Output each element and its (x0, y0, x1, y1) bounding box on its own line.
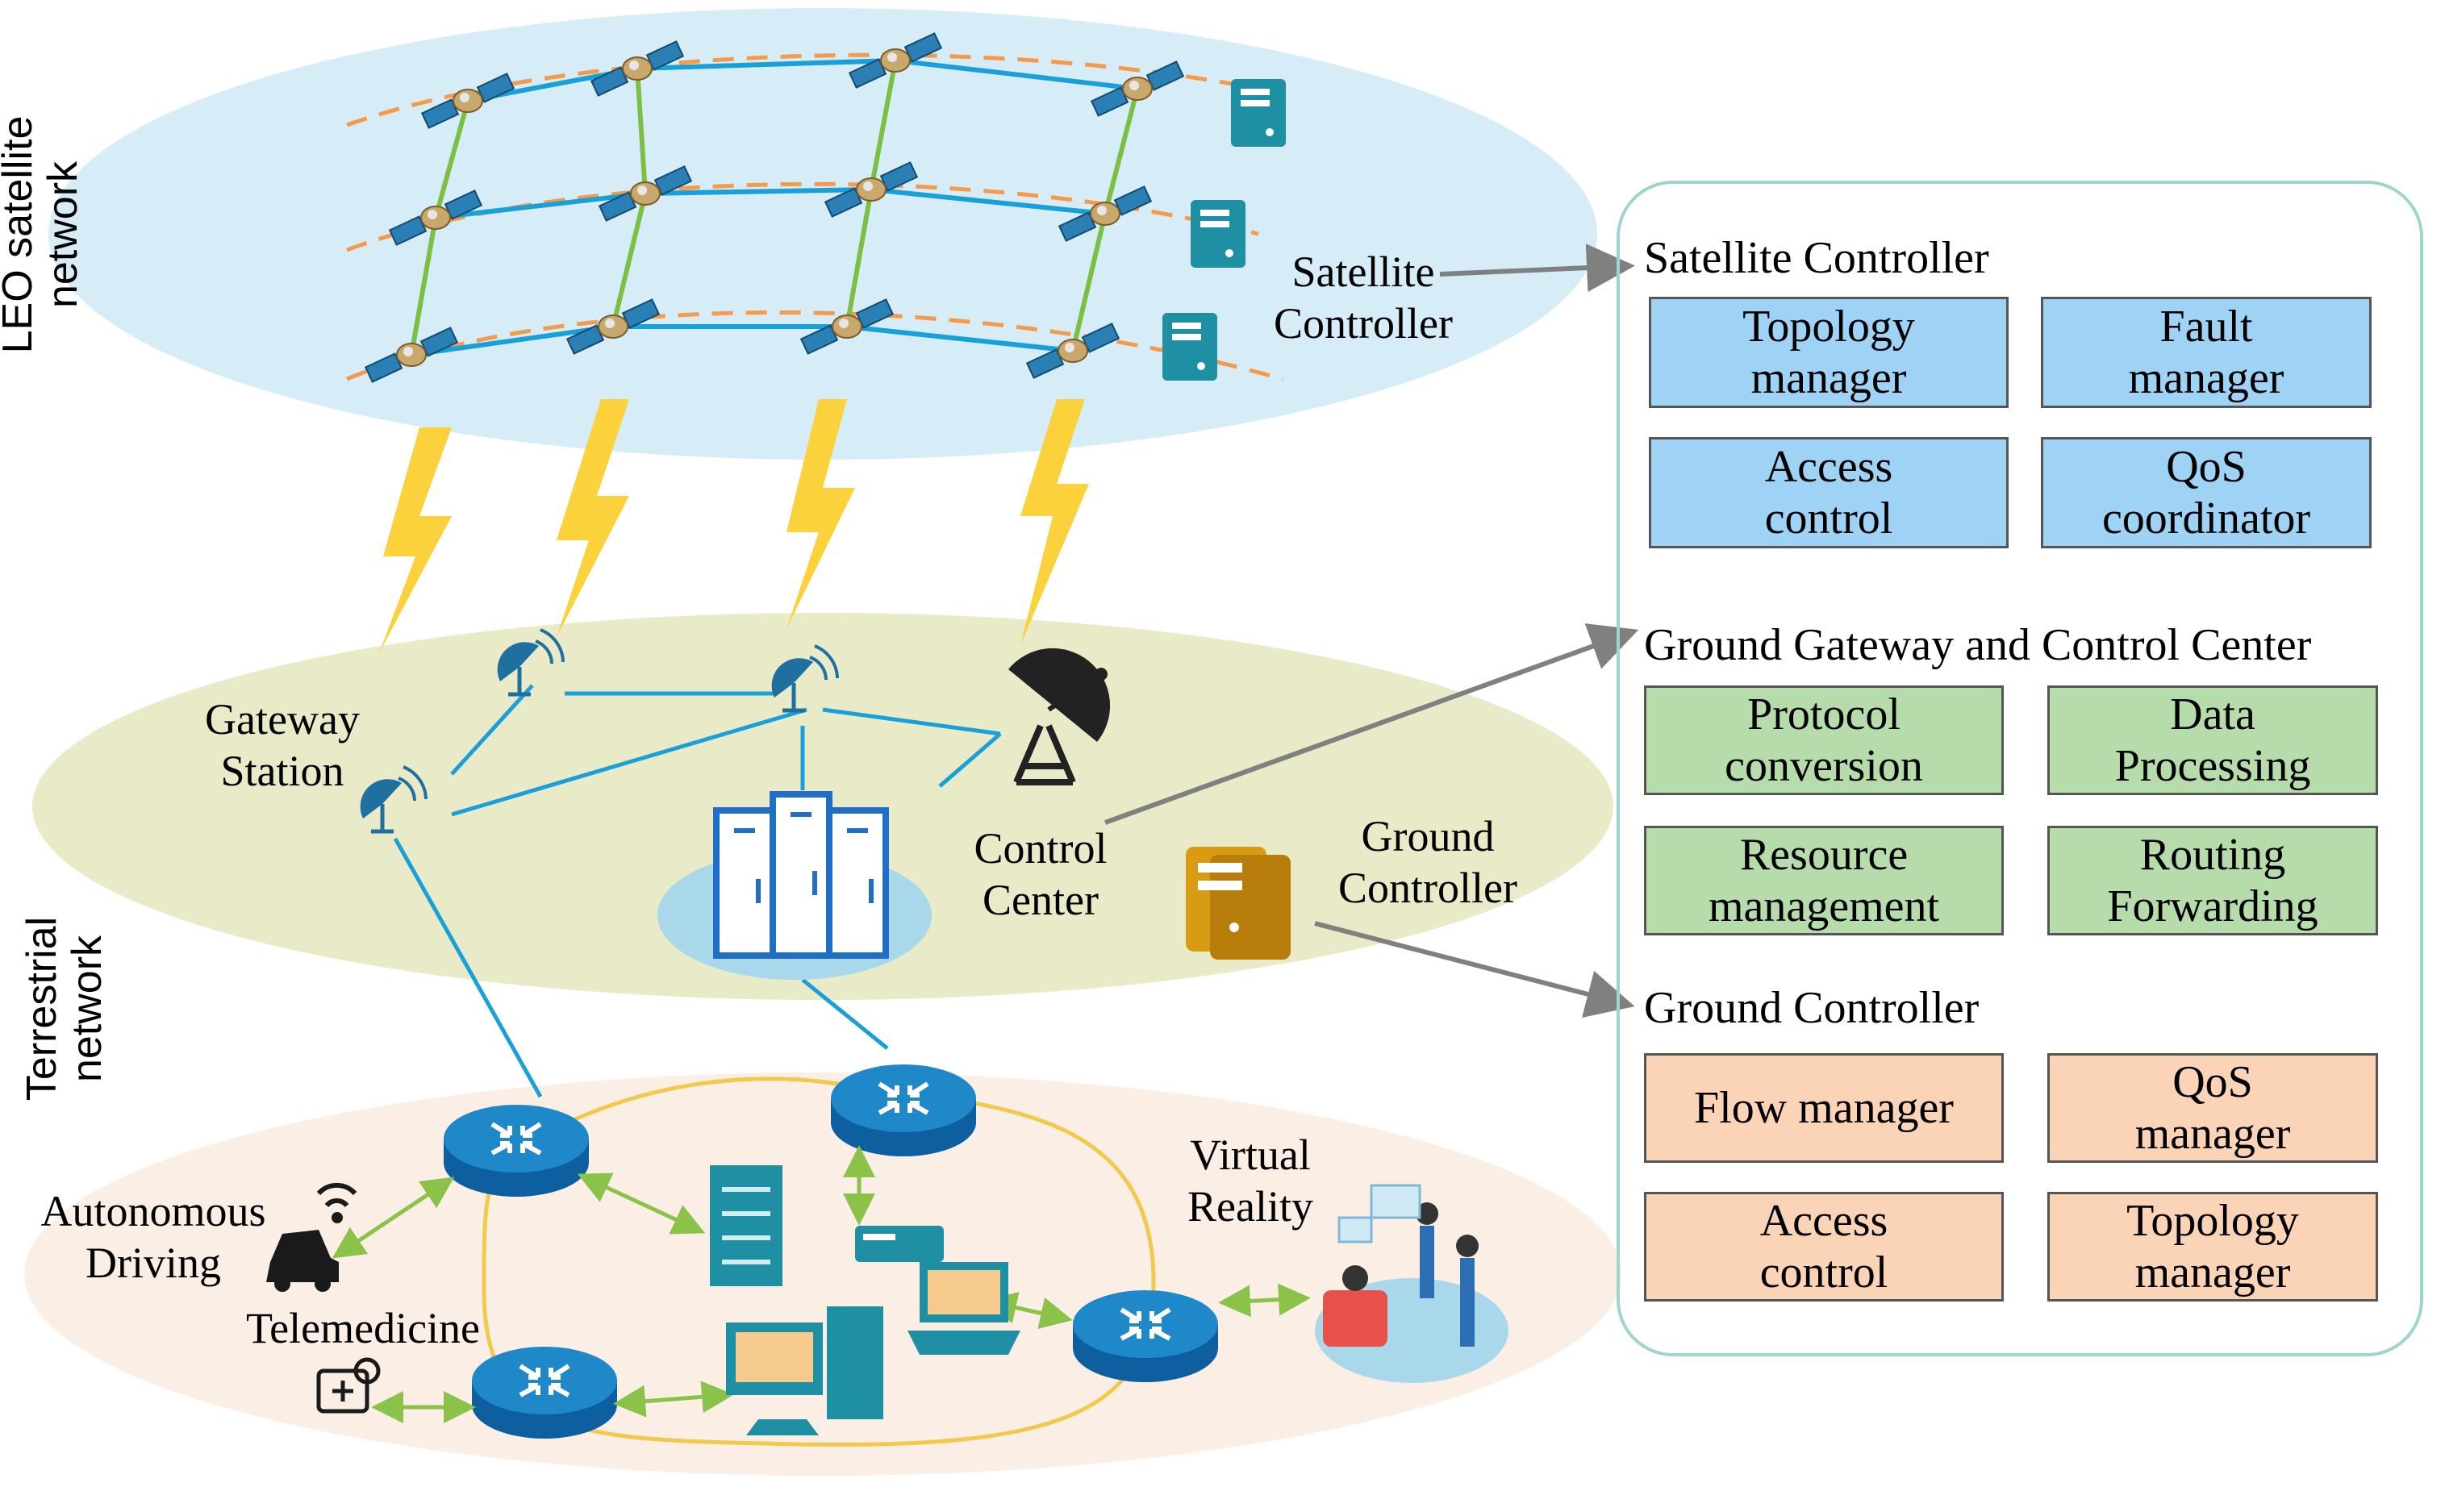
autonomous-driving-label: Autonomous Driving (40, 1187, 266, 1287)
flow-manager-box: Flow manager (1644, 1053, 2004, 1163)
panel-arrows (1104, 244, 1639, 1018)
terrestrial-layer-title: Terrestrial network (19, 916, 111, 1102)
wifi-icon (316, 1182, 357, 1223)
ground-server-icon (1186, 847, 1291, 960)
data-processing-box: Data Processing (2047, 685, 2378, 795)
server-icon (710, 1165, 782, 1286)
control-center-label: Control Center (974, 824, 1108, 924)
satellite-controller-heading: Satellite Controller (1644, 233, 1989, 283)
device-links (332, 1145, 1311, 1423)
desktop-icon (726, 1306, 883, 1435)
controller-panel: Satellite Controller Topology manager Fa… (1617, 181, 2423, 1356)
qos-coordinator-box: QoS coordinator (2041, 437, 2372, 548)
leo-layer-title: LEO satellite network (0, 115, 86, 354)
ground-controller-label: Ground Controller (1338, 812, 1517, 912)
access-point-icon (855, 1226, 944, 1262)
satellite-controller-label: Satellite Controller (1274, 248, 1453, 348)
laptop-icon (907, 1262, 1020, 1355)
qos-manager-box: QoS manager (2047, 1053, 2378, 1163)
access-control-box: Access control (1649, 437, 2009, 548)
fault-manager-box: Fault manager (2041, 297, 2372, 408)
leo-layer (48, 8, 1597, 460)
protocol-conversion-box: Protocol conversion (1644, 685, 2004, 795)
lightning-links (379, 399, 1089, 653)
ground-access-control-box: Access control (1644, 1192, 2004, 1302)
telemedicine-label: Telemedicine (245, 1304, 481, 1352)
telemedicine-icon (316, 1357, 381, 1414)
vr-users-icon (1315, 1184, 1508, 1383)
inter-satellite-links (411, 57, 1138, 357)
satellite-dish-icon (1008, 648, 1111, 785)
resource-management-box: Resource management (1644, 826, 2004, 935)
ground-controller-heading: Ground Controller (1644, 983, 1980, 1033)
virtual-reality-label: Virtual Reality (1187, 1131, 1313, 1231)
ground-gateway-heading: Ground Gateway and Control Center (1644, 620, 2312, 670)
ground-topology-manager-box: Topology manager (2047, 1192, 2378, 1302)
routing-forwarding-box: Routing Forwarding (2047, 826, 2378, 935)
terrestrial-links (393, 684, 1002, 1098)
topology-manager-box: Topology manager (1649, 297, 2009, 408)
access-layer (24, 1073, 1621, 1476)
datacenter-icon (657, 791, 932, 980)
gateway-station-label: Gateway Station (205, 695, 360, 795)
car-icon (266, 1230, 339, 1292)
